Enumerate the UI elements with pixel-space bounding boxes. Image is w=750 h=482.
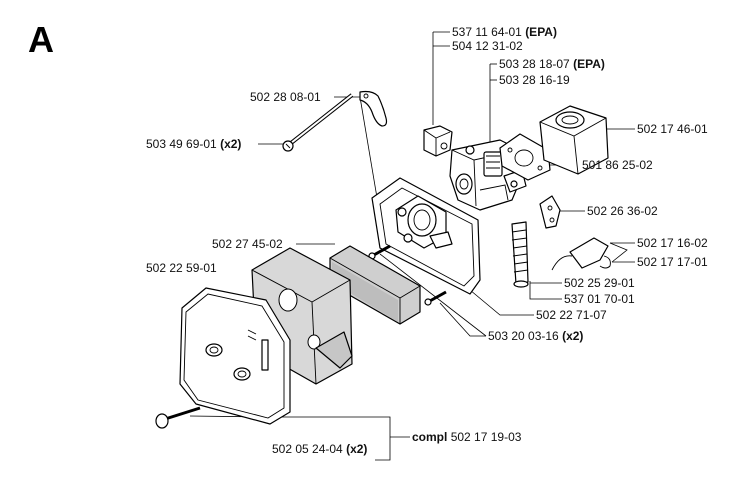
- section-letter: A: [28, 19, 54, 60]
- label-502-26-36-02: 502 26 36-02: [587, 204, 658, 218]
- label-504-12-31-02: 504 12 31-02: [452, 39, 523, 53]
- bolt-icon: [155, 406, 201, 429]
- bracket-icon: [539, 195, 561, 229]
- choke-lever-icon: [423, 125, 453, 157]
- label-502-27-45-02: 502 27 45-02: [212, 237, 283, 251]
- bracket-icon: [359, 90, 388, 127]
- spacer-block-icon: [539, 105, 609, 175]
- label-537-01-70-01: 537 01 70-01: [564, 292, 635, 306]
- label-503-49-69-01: 503 49 69-01 (x2): [146, 137, 241, 151]
- filter-housing-icon: [371, 177, 481, 295]
- rubber-hose-icon: [511, 221, 529, 288]
- throttle-lever-icon: [551, 237, 611, 271]
- gasket-icon: [499, 133, 551, 181]
- label-502-17-16-02: 502 17 16-02: [637, 236, 708, 250]
- label-501-86-25-02: 501 86 25-02: [582, 158, 653, 172]
- label-537-11-64-01: 537 11 64-01 (EPA): [452, 25, 557, 39]
- label-502-25-29-01: 502 25 29-01: [564, 276, 635, 290]
- label-503-20-03-16: 503 20 03-16 (x2): [488, 329, 583, 343]
- label-502-17-46-01: 502 17 46-01: [637, 122, 708, 136]
- label-503-28-16-19: 503 28 16-19: [499, 73, 570, 87]
- screw-icon: [282, 93, 354, 152]
- air-filter-cover-icon: [179, 287, 291, 425]
- label-502-28-08-01: 502 28 08-01: [250, 90, 321, 104]
- label-503-28-18-07: 503 28 18-07 (EPA): [499, 57, 605, 71]
- label-502-17-17-01: 502 17 17-01: [637, 255, 708, 269]
- label-502-22-59-01: 502 22 59-01: [146, 261, 217, 275]
- label-compl-502-17-19-03: compl 502 17 19-03: [412, 430, 522, 444]
- part-labels: 537 11 64-01 (EPA) 504 12 31-02 503 28 1…: [146, 25, 708, 456]
- label-502-05-24-04: 502 05 24-04 (x2): [272, 442, 367, 456]
- label-502-22-71-07: 502 22 71-07: [536, 308, 607, 322]
